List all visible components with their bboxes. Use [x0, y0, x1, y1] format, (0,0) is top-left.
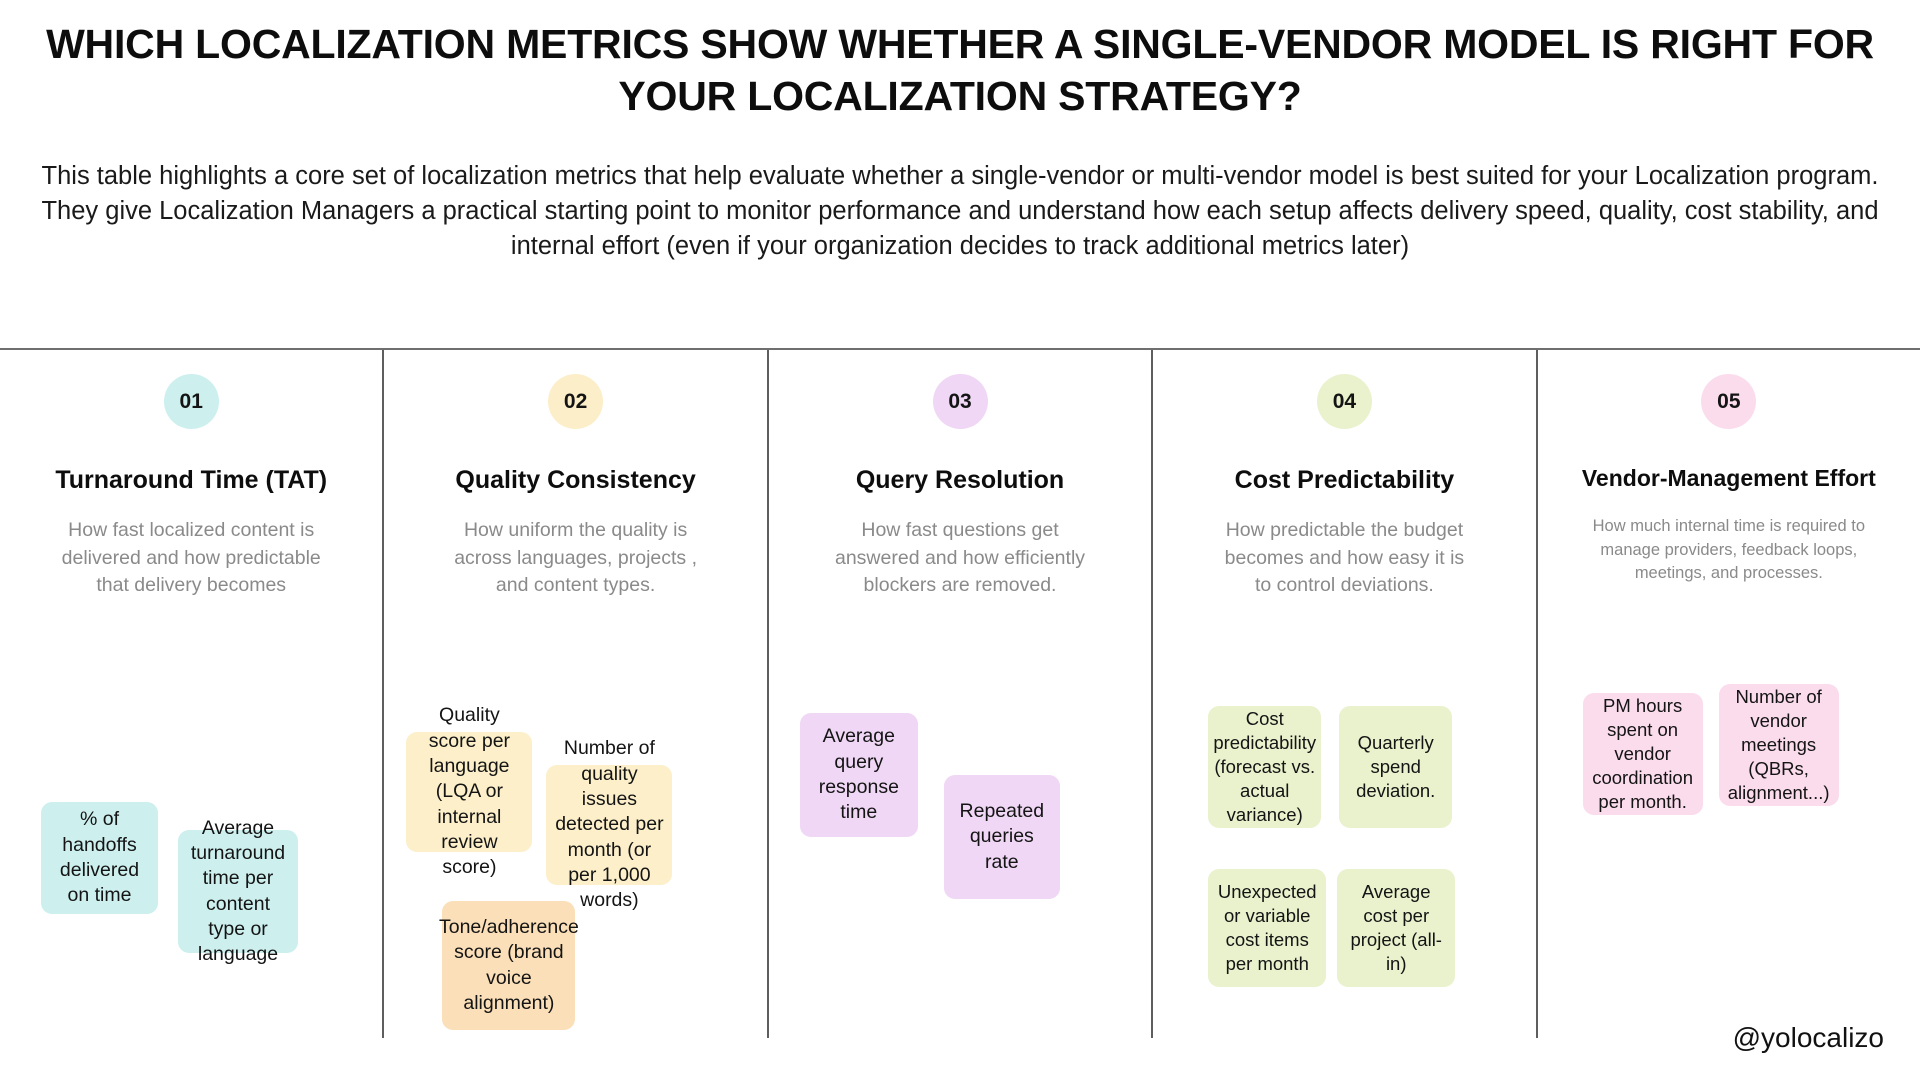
chip-group-03: Average query response time Repeated que… [783, 600, 1137, 1038]
metric-chip: % of handoffs delivered on time [41, 802, 158, 915]
metric-chip: Unexpected or variable cost items per mo… [1208, 869, 1327, 988]
column-badge-04: 04 [1316, 374, 1372, 429]
metric-column-cost-predictability: 04 Cost Predictability How predictable t… [1151, 350, 1535, 1038]
metric-chip: Average query response time [799, 713, 918, 838]
watermark-handle: @yolocalizo [1732, 1022, 1884, 1053]
metric-chip: Tone/adherence score (brand voice alignm… [439, 901, 579, 1031]
column-description-03: How fast questions get answered and how … [834, 519, 1086, 597]
column-description-04: How predictable the budget becomes and h… [1224, 519, 1465, 597]
metric-column-vendor-management-effort: 05 Vendor-Management Effort How much int… [1535, 350, 1920, 1038]
column-badge-05: 05 [1701, 374, 1757, 429]
metrics-columns: 01 Turnaround Time (TAT) How fast locali… [0, 350, 1920, 1038]
column-description-02: How uniform the quality is across langua… [454, 519, 698, 597]
column-title-04: Cost Predictability [1234, 466, 1455, 494]
metric-column-query-resolution: 03 Query Resolution How fast questions g… [766, 350, 1151, 1038]
metrics-table: 01 Turnaround Time (TAT) How fast locali… [0, 348, 1920, 1038]
chip-group-04: Cost predictability (forecast vs. actual… [1167, 600, 1521, 1038]
column-description-05: How much internal time is required to ma… [1592, 516, 1866, 583]
metric-chip: Cost predictability (forecast vs. actual… [1208, 706, 1322, 829]
table-top-rule [0, 348, 1920, 350]
metric-chip: Number of vendor meetings (QBRs, alignme… [1718, 684, 1839, 807]
column-badge-02: 02 [548, 374, 604, 429]
metric-chip: Average turnaround time per content type… [178, 817, 298, 965]
column-title-05: Vendor-Management Effort [1581, 465, 1876, 491]
metric-chip: PM hours spent on vendor coordination pe… [1582, 693, 1703, 816]
metric-chip: Quality score per language (LQA or inter… [406, 704, 533, 878]
column-badge-01: 01 [163, 374, 219, 429]
column-title-02: Quality Consistency [455, 466, 696, 494]
metric-chip: Quarterly spend deviation. [1339, 706, 1453, 829]
chip-group-02: Quality score per language (LQA or inter… [398, 600, 752, 1038]
page-title: WHICH LOCALIZATION METRICS SHOW WHETHER … [46, 21, 1874, 120]
metric-chip: Repeated queries rate [943, 775, 1060, 900]
column-title-01: Turnaround Time (TAT) [55, 466, 328, 494]
column-title-03: Query Resolution [855, 466, 1065, 494]
metric-column-turnaround-time: 01 Turnaround Time (TAT) How fast locali… [0, 350, 382, 1038]
column-description-01: How fast localized content is delivered … [61, 519, 321, 597]
column-badge-03: 03 [932, 374, 988, 429]
metric-chip: Number of quality issues detected per mo… [546, 737, 673, 911]
chip-group-01: % of handoffs delivered on time Average … [14, 600, 368, 1038]
page-subtitle: This table highlights a core set of loca… [41, 161, 1879, 261]
chip-group-05: PM hours spent on vendor coordination pe… [1552, 586, 1906, 1038]
header: WHICH LOCALIZATION METRICS SHOW WHETHER … [0, 0, 1920, 265]
metric-chip: Average cost per project (all-in) [1337, 869, 1456, 988]
metric-column-quality-consistency: 02 Quality Consistency How uniform the q… [382, 350, 766, 1038]
